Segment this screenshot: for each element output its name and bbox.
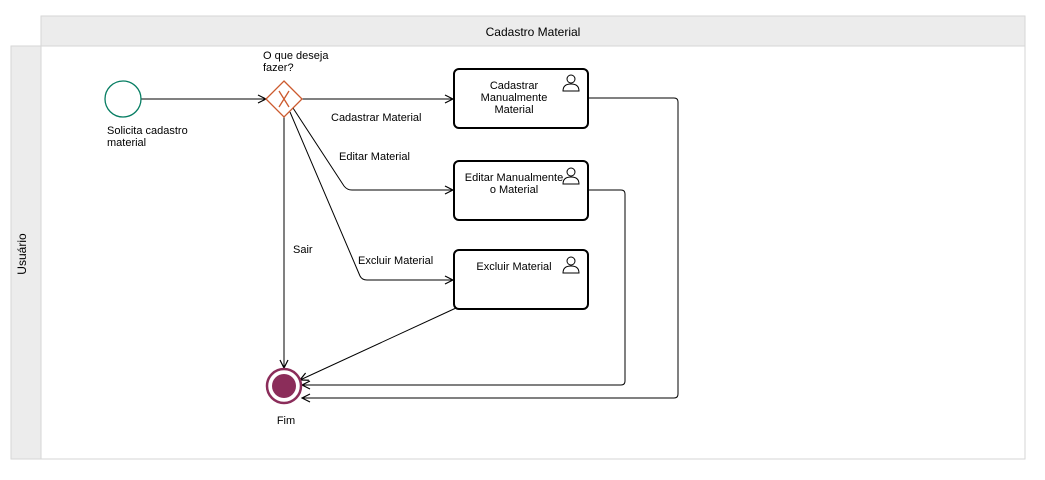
sequence-flows — [141, 97, 679, 398]
start-event[interactable]: Solicita cadastro material — [104, 80, 188, 149]
flow-excluir-to-fim — [300, 307, 457, 380]
task-excluir-box[interactable] — [453, 249, 589, 310]
flow-label-excluir: Excluir Material — [358, 255, 433, 267]
flow-gateway-to-excluir — [289, 111, 453, 280]
gateway-label-line1: O que deseja — [263, 50, 329, 62]
flow-editar-to-fim — [302, 189, 626, 385]
task-excluir[interactable]: Excluir Material — [453, 249, 589, 310]
task-cadastrar-label-line3: Material — [494, 104, 533, 116]
end-event[interactable]: Fim — [265, 367, 303, 427]
flow-cadastrar-to-fim — [302, 97, 679, 398]
start-event-label-line1: Solicita cadastro — [107, 125, 188, 137]
gateway-label-line2: fazer? — [263, 62, 294, 74]
end-event-inner-fill — [272, 374, 296, 398]
task-editar-label-line2: o Material — [490, 184, 538, 196]
flow-label-sair: Sair — [293, 244, 313, 256]
user-icon — [562, 74, 580, 92]
flow-gateway-to-editar — [292, 107, 453, 190]
pool-header-bar — [40, 15, 1026, 47]
lane-label: Usuário — [15, 233, 29, 275]
task-cadastrar-label-line2: Manualmente — [481, 92, 548, 104]
end-event-label: Fim — [277, 415, 295, 427]
task-excluir-label-line1: Excluir Material — [476, 261, 551, 273]
gateway-x-marker — [278, 90, 290, 108]
task-cadastrar-box[interactable] — [453, 68, 589, 129]
user-icon — [562, 256, 580, 274]
flow-label-editar: Editar Material — [339, 151, 410, 163]
task-editar-label-line1: Editar Manualmente — [465, 172, 563, 184]
exclusive-gateway[interactable]: O que deseja fazer? — [263, 50, 329, 118]
start-event-circle[interactable] — [104, 80, 142, 118]
task-cadastrar-label-line1: Cadastrar — [490, 80, 539, 92]
pool-title: Cadastro Material — [486, 25, 581, 39]
user-icon — [562, 167, 580, 185]
lane-header-bar — [10, 45, 42, 460]
task-editar-box[interactable] — [453, 160, 589, 221]
task-cadastrar[interactable]: Cadastrar Manualmente Material — [453, 68, 589, 129]
start-event-label-line2: material — [107, 137, 146, 149]
flow-label-cadastrar: Cadastrar Material — [331, 112, 421, 124]
task-editar[interactable]: Editar Manualmente o Material — [453, 160, 589, 221]
